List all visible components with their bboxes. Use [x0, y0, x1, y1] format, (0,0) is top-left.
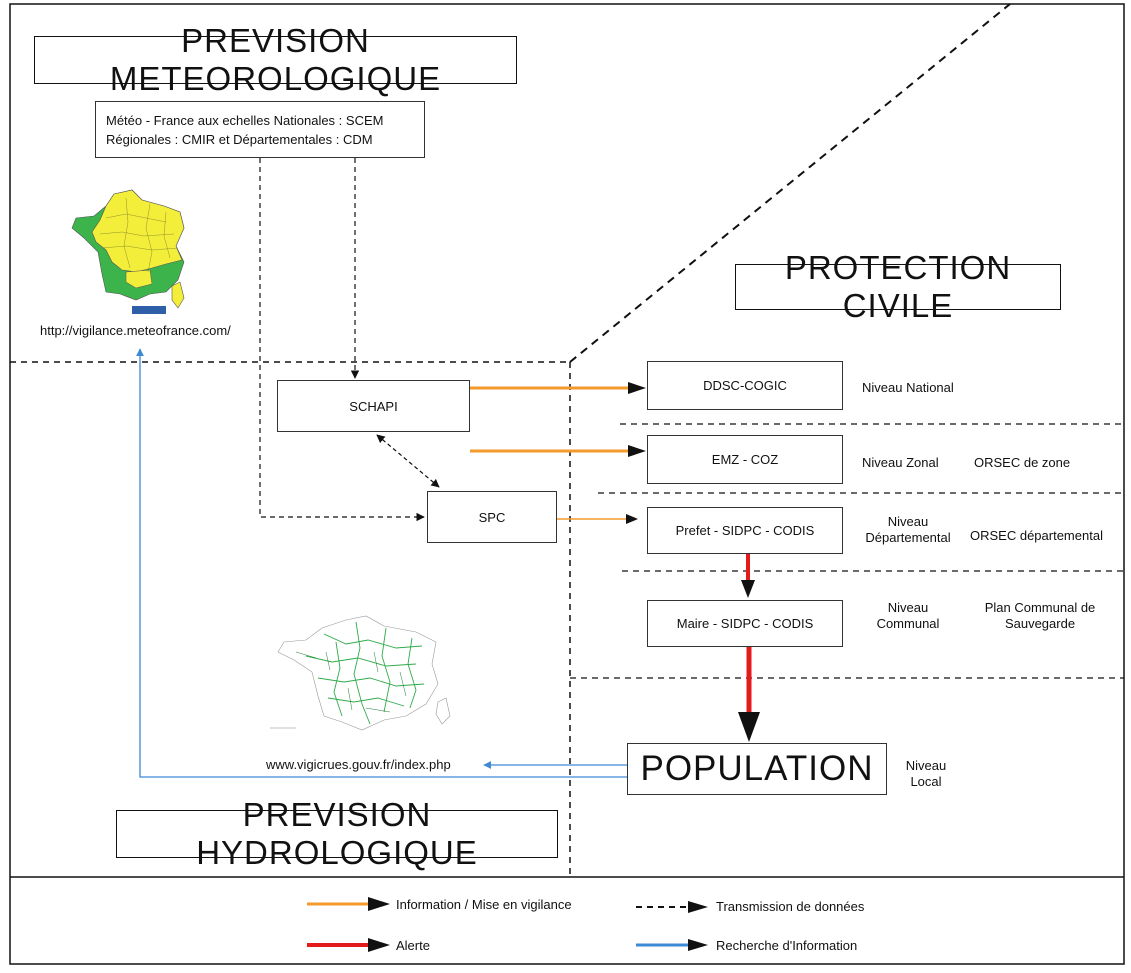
label-plan-communal: Plan Communal de Sauvegarde: [968, 600, 1112, 632]
legend-transmission-label: Transmission de données: [716, 899, 865, 914]
legend-alerte-label: Alerte: [396, 938, 430, 953]
legend-recherche-label: Recherche d'Information: [716, 938, 858, 953]
url-vigilance-meteofrance[interactable]: http://vigilance.meteofrance.com/: [40, 323, 231, 338]
legend-transmission-head: [688, 901, 708, 913]
meteo-france-line2: Régionales : CMIR et Départementales : C…: [106, 131, 373, 147]
arrow-head: [628, 445, 646, 457]
node-prefet: Prefet - SIDPC - CODIS: [647, 507, 843, 554]
vigicrues-map-image: [270, 615, 451, 731]
title-prevision-hydro: PREVISION HYDROLOGIQUE: [116, 796, 558, 871]
label-dept-line2: Départemental: [865, 530, 951, 545]
arrow-head: [741, 580, 755, 598]
legend-alerte-head: [368, 938, 390, 952]
outer-frame: [9, 3, 1125, 965]
label-pcs-line1: Plan Communal de: [984, 600, 1096, 615]
node-emz-coz: EMZ - COZ: [647, 435, 843, 484]
label-niveau-departemental: Niveau Départemental: [858, 514, 958, 546]
label-communal-line1: Niveau: [887, 600, 929, 615]
legend-info-label: Information / Mise en vigilance: [396, 897, 572, 912]
label-niveau-national: Niveau National: [862, 380, 954, 395]
title-prevision-meteo: PREVISION METEOROLOGIQUE: [34, 22, 517, 97]
label-communal-line2: Communal: [876, 616, 940, 631]
label-orsec-departemental: ORSEC départemental: [970, 528, 1103, 543]
arrow-head: [738, 712, 760, 742]
arrow-population-meteofrance: [136, 348, 627, 778]
label-local-line2: Local: [910, 774, 942, 789]
label-niveau-local: Niveau Local: [896, 758, 956, 790]
node-ddsc-cogic: DDSC-COGIC: [647, 361, 843, 410]
arrow-schapi-spc: [376, 434, 440, 488]
arrow-head: [626, 514, 638, 524]
legend-info-head: [368, 897, 390, 911]
meteo-france-box: Météo - France aux echelles Nationales :…: [95, 101, 425, 158]
label-orsec-zone: ORSEC de zone: [974, 455, 1071, 470]
meteo-france-line1: Météo - France aux echelles Nationales :…: [106, 112, 384, 128]
legend-recherche-head: [688, 939, 708, 951]
node-spc: SPC: [427, 491, 557, 543]
node-population: POPULATION: [627, 743, 887, 795]
label-niveau-zonal: Niveau Zonal: [862, 455, 939, 470]
node-schapi: SCHAPI: [277, 380, 470, 432]
title-protection-civile: PROTECTION CIVILE: [735, 249, 1061, 324]
arrow-meteo-to-spc: [259, 158, 425, 522]
label-pcs-line2: Sauvegarde: [1004, 616, 1076, 631]
label-dept-line1: Niveau: [887, 514, 929, 529]
vigilance-map-image: [71, 189, 185, 314]
arrow-head: [628, 382, 646, 394]
url-vigicrues[interactable]: www.vigicrues.gouv.fr/index.php: [266, 757, 451, 772]
node-maire: Maire - SIDPC - CODIS: [647, 600, 843, 647]
label-local-line1: Niveau: [905, 758, 947, 773]
label-niveau-communal: Niveau Communal: [858, 600, 958, 632]
civile-diagonal-separator: [569, 3, 1011, 363]
